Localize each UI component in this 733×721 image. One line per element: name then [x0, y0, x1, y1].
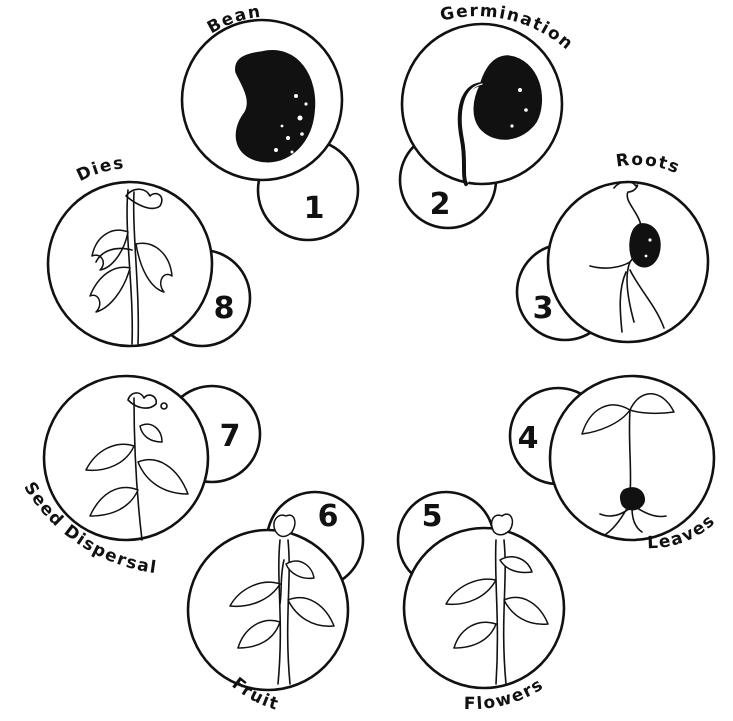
stage-7-number: 7 [220, 419, 241, 454]
stage-4: Leaves 4 [510, 376, 720, 553]
stage-6-number: 6 [318, 499, 339, 534]
stage-3-number: 3 [533, 291, 554, 326]
stage-8-number: 8 [214, 291, 235, 326]
stage-8: Dies 8 [48, 153, 250, 346]
stage-4-number: 4 [518, 421, 539, 456]
stage-1: Bean 1 [182, 2, 358, 240]
stage-6: Fruit 6 [188, 492, 363, 715]
stage-2: Germination 2 [400, 1, 577, 228]
stage-5-number: 5 [422, 499, 443, 534]
stage-3-label: Roots [615, 150, 683, 179]
stage-3-circle [548, 182, 708, 342]
stage-1-number: 1 [304, 191, 325, 226]
stage-3: Roots 3 [517, 150, 708, 342]
stage-8-label: Dies [74, 153, 126, 186]
stage-5: Flowers 5 [398, 492, 564, 714]
stage-5-circle [404, 528, 564, 688]
stage-2-number: 2 [430, 187, 451, 222]
